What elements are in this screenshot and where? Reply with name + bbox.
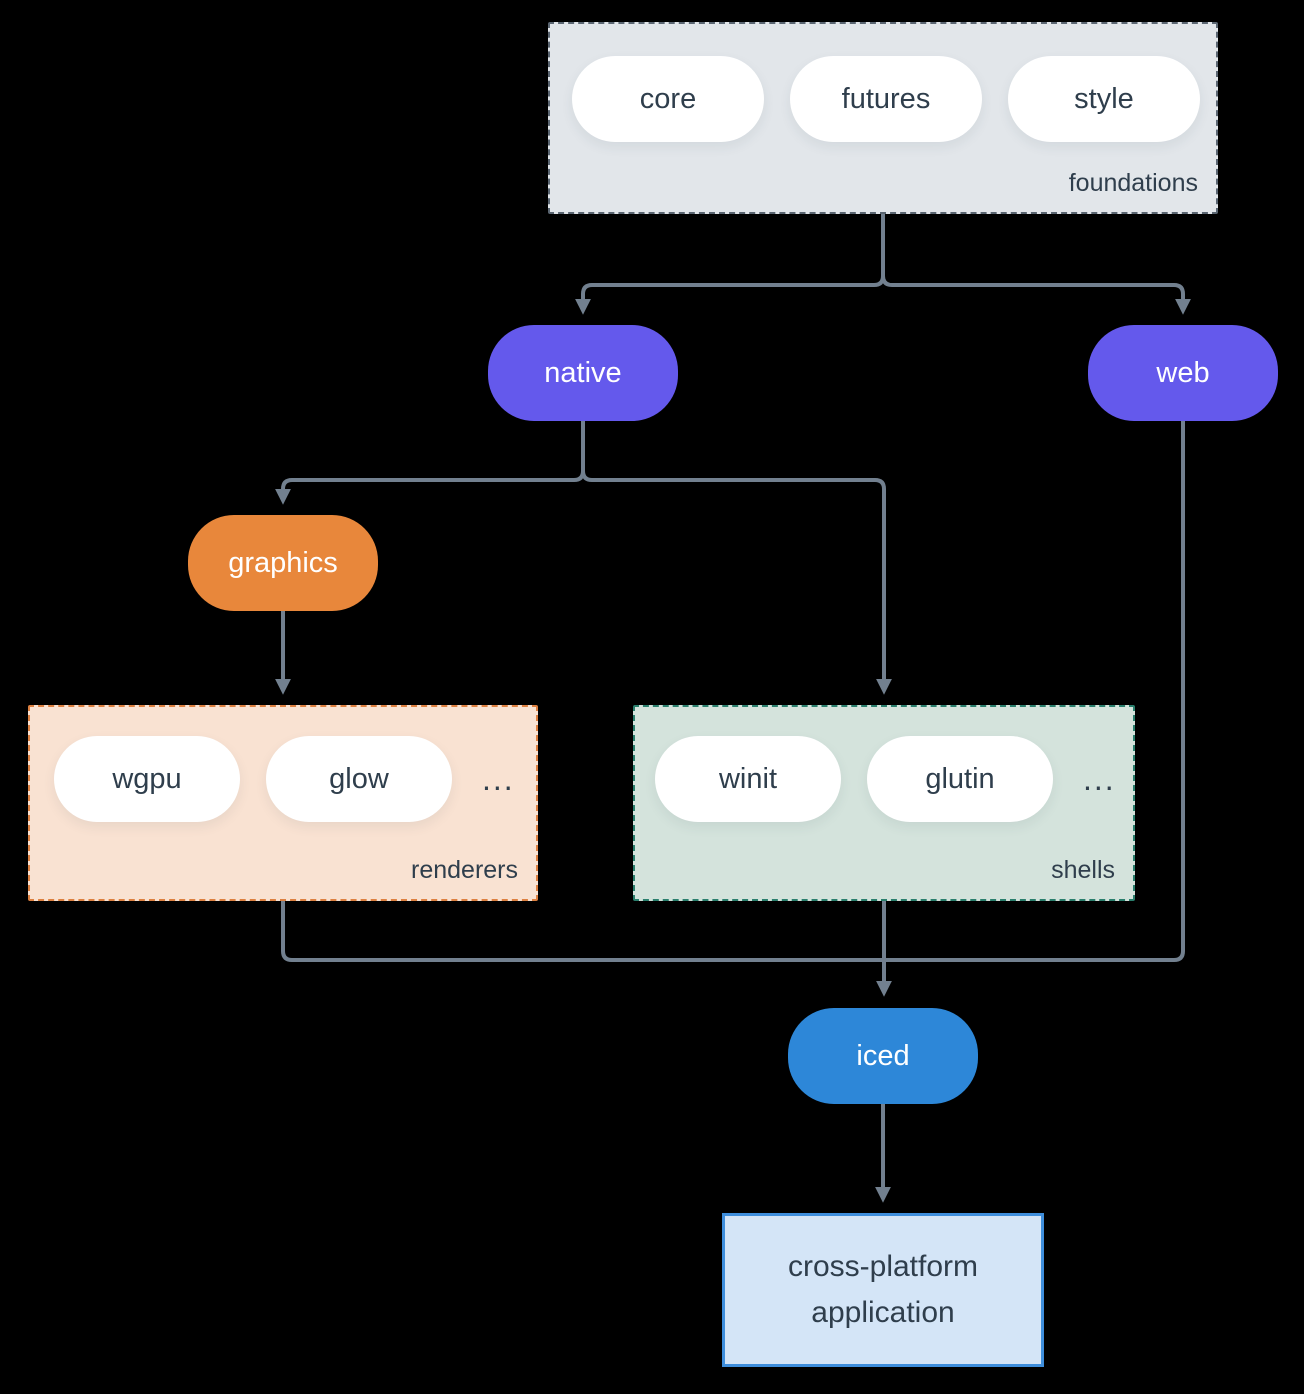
- shells-ellipsis: ...: [1083, 760, 1116, 797]
- node-winit: winit: [655, 736, 841, 822]
- node-web: web: [1088, 325, 1278, 421]
- node-graphics: graphics: [188, 515, 378, 611]
- application-box: cross-platform application: [722, 1213, 1044, 1367]
- edge-native-to-shells: [581, 421, 892, 695]
- renderers-group-label: renderers: [411, 856, 518, 884]
- shells-group-box: winit glutin ... shells: [633, 705, 1135, 901]
- node-glutin: glutin: [867, 736, 1053, 822]
- node-style: style: [1008, 56, 1200, 142]
- node-native: native: [488, 325, 678, 421]
- foundations-group-label: foundations: [1068, 169, 1198, 197]
- shells-group-label: shells: [1051, 856, 1115, 884]
- node-iced: iced: [788, 1008, 978, 1104]
- renderers-group-box: wgpu glow ... renderers: [28, 705, 538, 901]
- node-futures: futures: [790, 56, 982, 142]
- foundations-pill-row: core futures style: [550, 24, 1216, 142]
- renderers-pill-row: wgpu glow ...: [30, 707, 536, 822]
- edge-renderers-to-merge: [281, 901, 884, 962]
- node-core: core: [572, 56, 764, 142]
- node-glow: glow: [266, 736, 452, 822]
- shells-pill-row: winit glutin ...: [635, 707, 1133, 822]
- foundations-group-box: core futures style foundations: [548, 22, 1218, 214]
- renderers-ellipsis: ...: [482, 760, 515, 797]
- node-wgpu: wgpu: [54, 736, 240, 822]
- edge-foundations-to-web: [881, 214, 1191, 315]
- edge-native-to-graphics: [275, 421, 585, 505]
- edge-web-to-merge: [884, 421, 1185, 962]
- edge-foundations-to-native: [575, 214, 885, 315]
